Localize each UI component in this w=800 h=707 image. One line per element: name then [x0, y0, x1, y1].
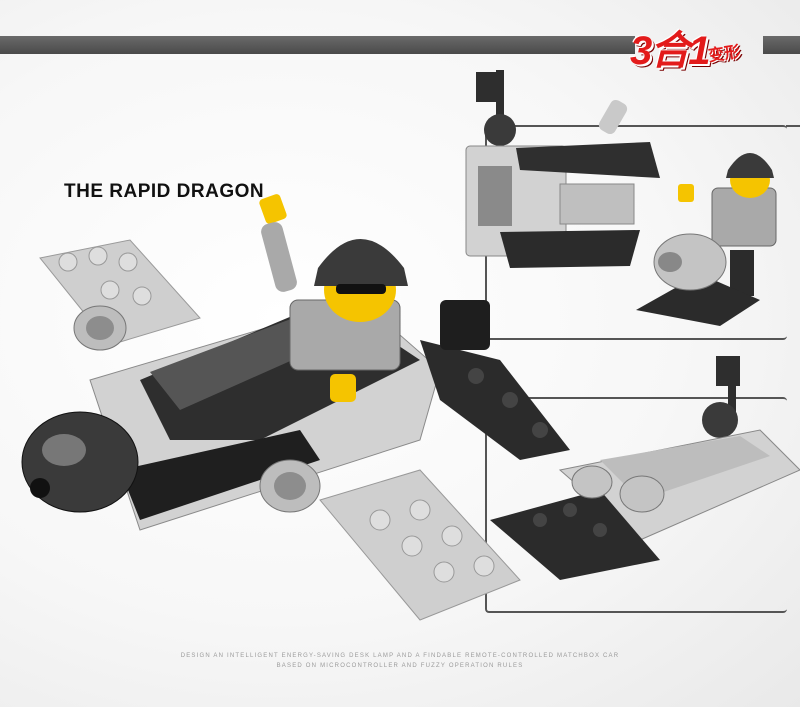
jet-rear-wing [39, 239, 201, 346]
variant-panel-bottom [485, 397, 787, 613]
bottom-variant-mast [702, 356, 740, 438]
jet-front-wing [319, 469, 521, 621]
three-in-one-badge: 3合1 变形 [622, 16, 772, 74]
product-title: THE RAPID DRAGON [64, 181, 265, 202]
jet-dark-wing [420, 300, 570, 460]
top-variant-tower [476, 70, 516, 146]
jet-rear-engine [73, 305, 127, 351]
jet-nose-cone [21, 411, 139, 513]
top-variant-turret [636, 233, 760, 326]
header-stripe-end [763, 36, 800, 54]
variant-panel-top-edge [786, 125, 800, 127]
footer-text-line-1: DESIGN AN INTELLIGENT ENERGY-SAVING DESK… [180, 653, 620, 659]
badge-number: 3合1 [630, 29, 710, 73]
footer-text-line-2: BASED ON MICROCONTROLLER AND FUZZY OPERA… [276, 663, 524, 669]
top-variant-minifig [678, 153, 777, 296]
header-stripe [0, 36, 635, 54]
top-variant-buggy [465, 99, 660, 268]
jet-front-engine [259, 459, 321, 513]
bottom-variant-engines [571, 465, 665, 513]
pilot-minifig [259, 194, 408, 402]
